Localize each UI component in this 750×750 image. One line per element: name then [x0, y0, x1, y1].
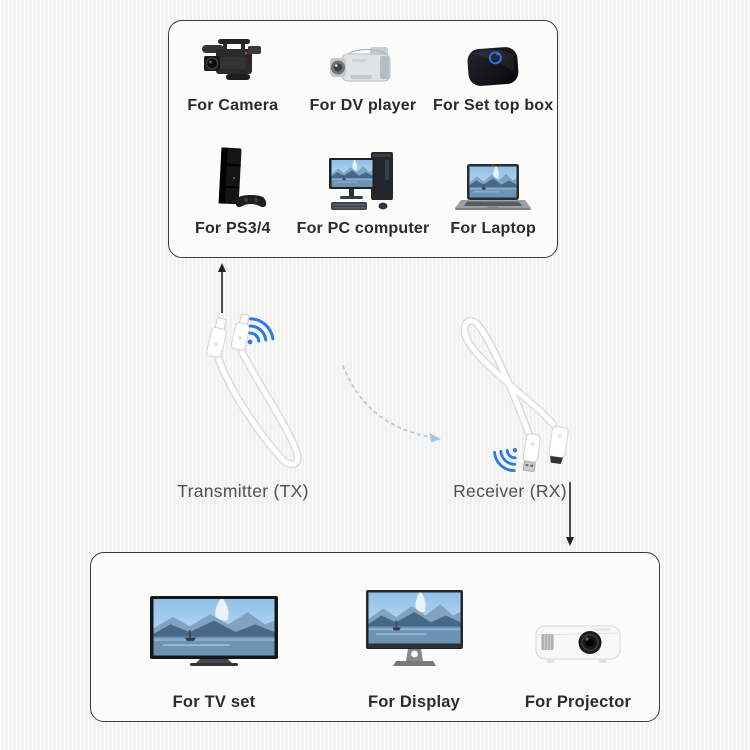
- source-label: For PC computer: [296, 220, 430, 237]
- arrow-down-to-outputs: [566, 482, 574, 546]
- output-label: For Projector: [524, 693, 632, 711]
- source-item-dv-player: For DV player: [297, 21, 430, 121]
- source-label: For PS3/4: [194, 220, 271, 237]
- projector-icon: [535, 625, 621, 663]
- receiver-label: Receiver (RX): [453, 481, 567, 501]
- rx-hdmi-connector: [548, 426, 569, 465]
- tx-hdmi-connector-2: [230, 313, 250, 351]
- set-top-box-icon: [467, 47, 519, 86]
- ps-console-icon: [218, 147, 266, 208]
- laptop-icon: [455, 164, 532, 210]
- source-label: For Set top box: [433, 97, 554, 114]
- tx-wifi-icon: [247, 317, 275, 345]
- sources-grid: For Camera For DV player: [169, 21, 557, 257]
- pc-computer-icon: [328, 152, 393, 210]
- source-label: For Camera: [187, 97, 279, 114]
- output-label: For TV set: [172, 693, 256, 711]
- rx-wifi-icon: [493, 447, 518, 473]
- output-item-projector: For Projector: [483, 591, 673, 712]
- source-item-set-top-box: For Set top box: [429, 21, 557, 121]
- wireless-link-arrow: [342, 365, 441, 443]
- arrow-up-to-sources: [218, 263, 226, 313]
- sources-box: For Camera For DV player: [168, 20, 558, 258]
- dv-player-icon: [329, 47, 391, 82]
- source-item-laptop: For Laptop: [429, 121, 557, 256]
- tx-hdmi-connector: [206, 317, 227, 358]
- tv-icon: [150, 596, 278, 666]
- output-item-display: For Display: [319, 590, 509, 712]
- camera-icon: [201, 39, 261, 80]
- transmitter-label: Transmitter (TX): [177, 481, 309, 501]
- display-icon: [365, 590, 463, 666]
- output-label: For Display: [367, 693, 461, 711]
- ps-controller: [235, 195, 266, 208]
- outputs-box: For TV set For Display: [90, 552, 660, 722]
- source-item-ps-console: For PS3/4: [169, 121, 297, 256]
- output-item-tv: For TV set: [119, 591, 309, 712]
- transmitter-device: [206, 313, 302, 469]
- source-item-pc-computer: For PC computer: [297, 121, 430, 256]
- connection-diagram: [206, 263, 574, 546]
- source-label: For DV player: [309, 97, 417, 114]
- receiver-device: [460, 317, 569, 473]
- source-item-camera: For Camera: [169, 21, 297, 121]
- source-label: For Laptop: [450, 220, 536, 237]
- rx-usb-connector: [522, 433, 541, 472]
